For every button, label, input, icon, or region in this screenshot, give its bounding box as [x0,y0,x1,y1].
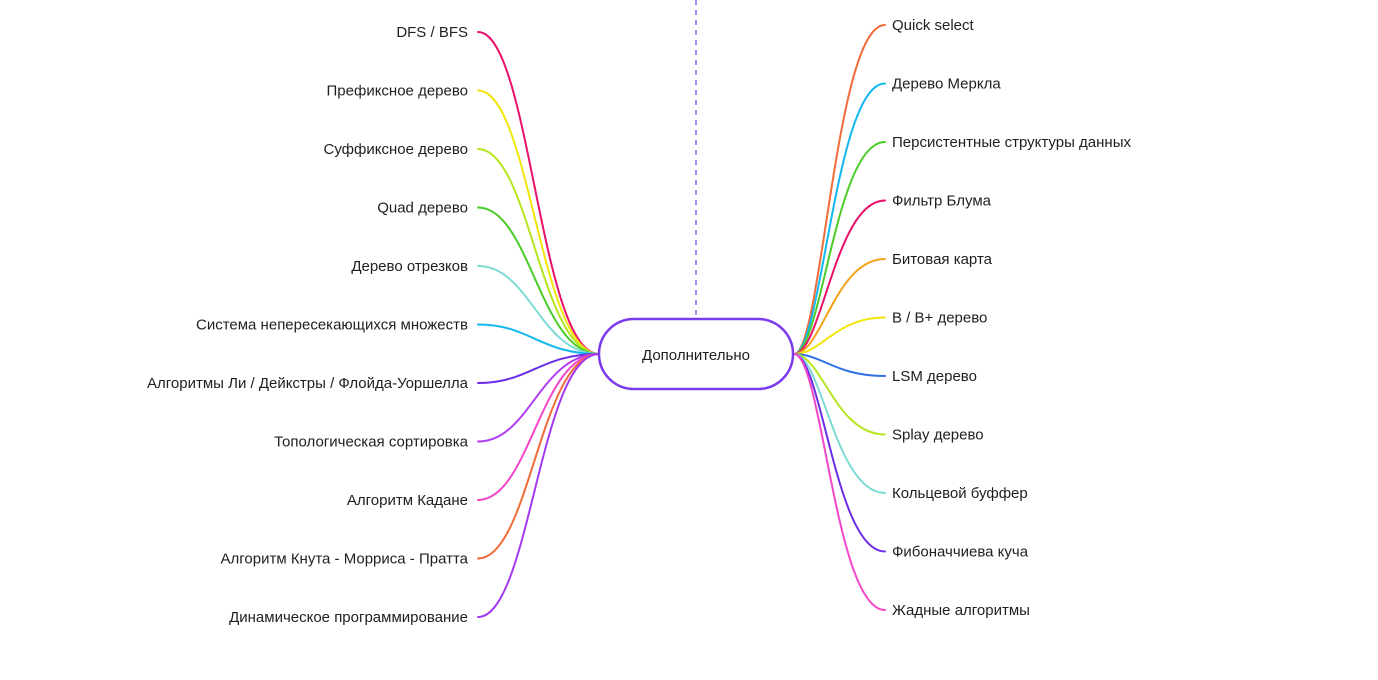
left-branch-label-суффиксное-дерево[interactable]: Суффиксное дерево [323,141,468,158]
left-branch-connector [477,353,600,443]
left-branch-connector [477,353,600,384]
right-branch-connector [793,141,886,355]
left-branch-label-дерево-отрезков[interactable]: Дерево отрезков [351,258,468,275]
right-branch-label-дерево-меркла[interactable]: Дерево Меркла [892,76,1001,93]
right-branch-label-lsm-дерево[interactable]: LSM дерево [892,368,977,385]
right-branch-label-quick-select[interactable]: Quick select [892,17,975,34]
left-branch-connector [477,206,600,355]
left-branch-label-алгоритмы-ли-дейкстры-флойда-уоршелла[interactable]: Алгоритмы Ли / Дейкстры / Флойда-Уоршелл… [147,375,469,392]
left-branch-connector [477,323,600,355]
right-branch-connector [793,199,886,355]
left-branch-label-префиксное-дерево[interactable]: Префиксное дерево [327,83,468,100]
right-branch-connector [793,353,886,436]
right-branch-connector [793,353,886,377]
left-branch-label-dfs-bfs[interactable]: DFS / BFS [396,24,468,41]
center-node-label: Дополнительно [642,347,750,364]
left-branch-label-топологическая-сортировка[interactable]: Топологическая сортировка [274,434,469,451]
left-branch-label-алгоритм-кнута-морриса-пратта[interactable]: Алгоритм Кнута - Морриса - Пратта [221,551,469,568]
right-branch-label-жадные-алгоритмы[interactable]: Жадные алгоритмы [892,602,1030,619]
right-branch-connector [793,24,886,355]
left-branch-connector [477,265,600,355]
right-branch-connector [793,353,886,494]
right-branch-label-кольцевой-буффер[interactable]: Кольцевой буффер [892,485,1028,502]
right-branch-label-splay-дерево[interactable]: Splay дерево [892,427,984,444]
left-branch-label-quad-дерево[interactable]: Quad дерево [377,200,468,217]
right-branch-label-битовая-карта[interactable]: Битовая карта [892,251,993,268]
right-branch-label-фибоначчиева-куча[interactable]: Фибоначчиева куча [892,544,1029,561]
left-branch-connector [477,353,600,560]
right-branch-label-b-b-дерево[interactable]: B / B+ дерево [892,310,987,327]
right-branch-connector [793,258,886,355]
left-branch-connector [477,148,600,355]
right-branch-connector [793,316,886,355]
left-branch-label-динамическое-программирование[interactable]: Динамическое программирование [229,609,468,626]
center-node-box[interactable] [597,317,795,391]
left-branch-connector [477,89,600,355]
right-branch-connector [793,82,886,355]
left-branch-connector [477,353,600,501]
left-branch-connector [477,31,600,355]
right-branch-label-фильтр-блума[interactable]: Фильтр Блума [892,193,992,210]
right-branch-connector [793,353,886,611]
left-branch-label-алгоритм-кадане[interactable]: Алгоритм Кадане [347,492,468,509]
right-branch-connector [793,353,886,553]
left-branch-connector [477,353,600,618]
center-node[interactable]: Дополнительно [597,317,795,391]
right-branch-label-персистентные-структуры-данных[interactable]: Персистентные структуры данных [892,134,1131,151]
left-branch-label-система-непересекающихся-множеств[interactable]: Система непересекающихся множеств [196,317,468,334]
